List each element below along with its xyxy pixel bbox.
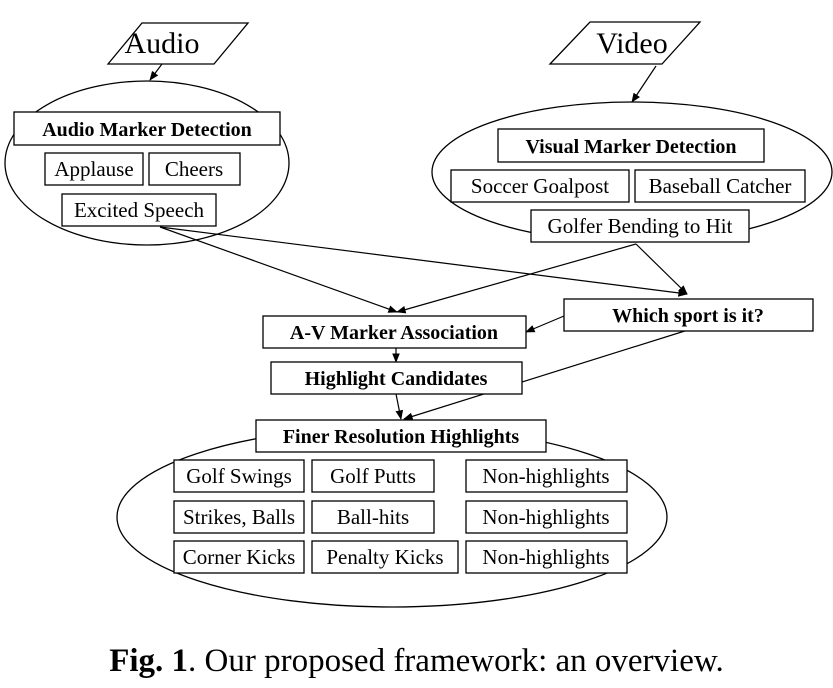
audio-ellipse [4,80,290,246]
applause-box [44,152,144,186]
excited-speech-label: Excited Speech [74,198,205,222]
caption-label: Fig. 1 [109,643,189,679]
highlight-cell-label: Golf Putts [330,464,416,488]
soccer-goalpost-label: Soccer Goalpost [471,174,609,198]
highlight-cell [465,459,628,493]
highlight-cell-label: Non-highlights [482,545,609,569]
highlight-cell-label: Non-highlights [482,505,609,529]
highlight-cell [311,459,435,493]
edge-sport-to-highlights [403,329,689,421]
highlights-title: Finer Resolution Highlights [283,426,520,448]
edge-audio-to-detection [149,63,163,81]
association-label: A-V Marker Association [290,322,498,344]
audio-detection-title: Audio Marker Detection [42,119,252,141]
candidates-box [270,361,523,395]
candidates-label: Highlight Candidates [305,368,488,390]
cheers-label: Cheers [165,157,223,181]
video-input-shape [548,21,702,65]
golfer-bending-label: Golfer Bending to Hit [548,214,733,238]
excited-speech-box [61,193,217,227]
visual-detection-title: Visual Marker Detection [525,136,736,158]
figure-caption: Fig. 1. Our proposed framework: an overv… [0,643,833,680]
edge-audio-to-association [159,226,398,313]
visual-detection-title-box [497,128,765,163]
highlight-cell-label: Penalty Kicks [326,545,443,569]
highlight-cell [311,540,459,574]
edge-visual-to-sport [635,243,688,295]
sport-question-box [563,298,814,332]
edge-visual-to-association [396,243,637,314]
baseball-catcher-label: Baseball Catcher [649,174,792,198]
video-input-label: Video [596,27,668,60]
highlight-cell [173,459,305,493]
golfer-bending-box [530,209,750,243]
highlights-title-box [255,419,547,453]
highlight-cell [465,500,628,534]
highlight-cell-label: Ball-hits [337,505,409,529]
highlight-cell [173,500,305,534]
association-box [262,315,527,349]
edge-video-to-detection [631,65,657,103]
audio-input-label: Audio [125,27,200,60]
edge-candidates-to-highlights [395,393,404,420]
highlight-cell [311,500,435,534]
edge-sport-to-association [525,315,565,333]
applause-label: Applause [54,157,133,181]
cheers-box [148,152,241,186]
highlight-cell-label: Non-highlights [482,464,609,488]
highlight-cell-label: Corner Kicks [183,545,296,569]
baseball-catcher-box [634,169,806,203]
sport-question-label: Which sport is it? [612,305,764,327]
edge-audio-to-sport [159,226,688,297]
highlight-cell [173,540,305,574]
highlight-cell-label: Golf Swings [186,464,292,488]
audio-input-shape [106,22,250,65]
highlight-cell-label: Strikes, Balls [183,505,295,529]
caption-text: . Our proposed framework: an overview. [188,643,724,679]
soccer-goalpost-box [450,169,630,203]
audio-detection-title-box [13,111,281,146]
highlight-cell [465,540,628,574]
